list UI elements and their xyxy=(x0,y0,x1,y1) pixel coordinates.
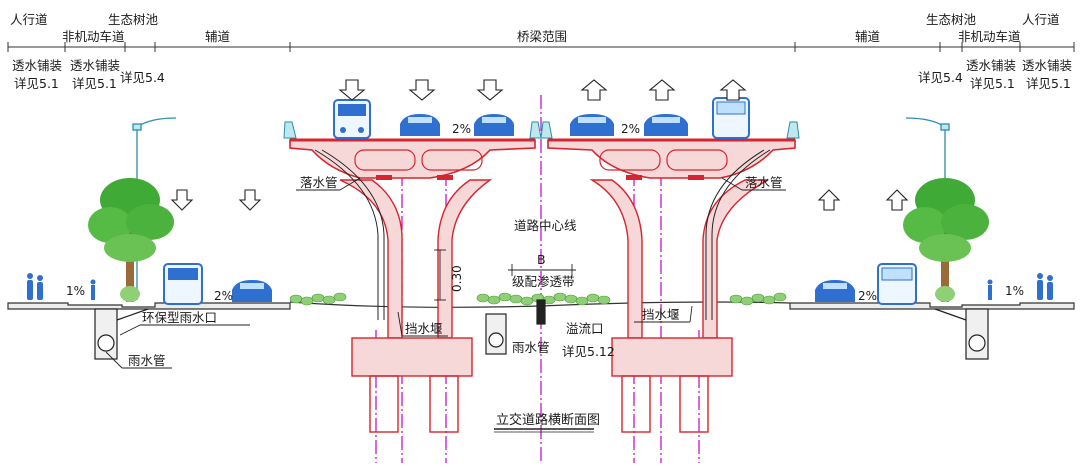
note-permeable-1: 透水铺装 xyxy=(12,58,62,73)
grass-tuft xyxy=(509,294,523,304)
top-dimension-line xyxy=(7,42,1075,52)
grass-tuft xyxy=(553,292,567,302)
note-ref54-left: 详见5.4 xyxy=(120,70,165,85)
pier-right xyxy=(589,179,769,433)
grass-tuft xyxy=(729,294,743,304)
down-arrow-icon xyxy=(170,189,194,211)
up-arrow-icon xyxy=(817,189,841,211)
pier-left xyxy=(339,179,493,433)
grass-tuft xyxy=(289,294,303,304)
note-permeable-4: 透水铺装 xyxy=(1022,58,1072,73)
slope-deck-left: 2% xyxy=(452,122,471,136)
label-treepit-right: 生态树池 xyxy=(926,12,977,27)
label-downpipe-left: 落水管 xyxy=(300,175,338,190)
down-arrow-icon xyxy=(238,189,262,211)
label-overflow: 溢流口 xyxy=(566,321,604,336)
note-ref51-3: 详见5.1 xyxy=(970,76,1015,91)
label-rain-pipe-center: 雨水管 xyxy=(512,340,550,355)
grass-tuft xyxy=(322,295,336,305)
note-permeable-3: 透水铺装 xyxy=(966,58,1016,73)
bridge-deck xyxy=(283,121,800,180)
note-permeable-2: 透水铺装 xyxy=(70,58,120,73)
up-arrow-icon xyxy=(719,79,747,101)
label-eco-inlet: 环保型雨水口 xyxy=(142,310,217,325)
drains xyxy=(94,299,989,360)
label-nonmotor-left: 非机动车道 xyxy=(62,29,125,44)
car-ground-left-icon xyxy=(232,280,272,302)
label-sidewalk-left: 人行道 xyxy=(10,12,48,27)
pedestrians-right-icon xyxy=(987,273,1053,300)
car-deck-3-icon xyxy=(570,114,614,136)
label-graded-swale: 级配渗透带 xyxy=(512,274,575,289)
car-deck-1-icon xyxy=(400,114,440,136)
label-auxroad-right: 辅道 xyxy=(855,29,881,44)
down-arrow-icon xyxy=(476,79,504,101)
grass-tuft xyxy=(498,292,512,302)
grass-tuft xyxy=(311,293,325,303)
car-ground-right-icon xyxy=(815,280,855,302)
grass-tuft xyxy=(520,296,534,306)
note-ref51-1: 详见5.1 xyxy=(14,76,59,91)
grass-tuft xyxy=(586,293,600,303)
label-weir-left: 挡水堰 xyxy=(405,321,443,336)
label-section-b: B xyxy=(537,252,546,267)
leader-lines xyxy=(105,177,786,369)
label-rain-pipe-left: 雨水管 xyxy=(128,353,166,368)
bus-ground-left-icon xyxy=(163,263,203,305)
car-deck-2-icon xyxy=(474,114,514,136)
label-sidewalk-right: 人行道 xyxy=(1022,12,1060,27)
grass-tuft xyxy=(751,293,765,303)
grass-tuft xyxy=(575,296,589,306)
grass-tuft xyxy=(300,296,314,306)
label-downpipe-right: 落水管 xyxy=(745,175,783,190)
label-treepit-left: 生态树池 xyxy=(108,12,159,27)
down-arrow-icon xyxy=(408,79,436,101)
slope-side-left: 1% xyxy=(66,284,85,298)
label-weir-right: 挡水堰 xyxy=(642,307,680,322)
note-ref54-right: 详见5.4 xyxy=(918,70,963,85)
down-arrow-icon xyxy=(338,79,366,101)
downpipes xyxy=(314,149,771,320)
grass-tuft xyxy=(476,293,490,303)
grass-tuft xyxy=(762,295,776,305)
label-auxroad-left: 辅道 xyxy=(205,29,231,44)
car-deck-4-icon xyxy=(644,114,688,136)
label-bridge-range: 桥梁范围 xyxy=(517,29,567,44)
grass-tuft xyxy=(487,295,501,305)
tree-right-icon xyxy=(903,178,989,302)
slope-side-right: 1% xyxy=(1005,284,1024,298)
grass-tuft xyxy=(740,296,754,306)
note-ref51-2: 详见5.1 xyxy=(72,76,117,91)
bus-ground-right-icon xyxy=(877,263,917,305)
grass-swale xyxy=(289,292,787,306)
grass-tuft xyxy=(597,295,611,305)
label-dim-030: 0.30 xyxy=(450,265,464,292)
flow-arrows xyxy=(170,79,909,211)
slope-aux-right: 2% xyxy=(858,289,877,303)
label-ref-512: 详见5.12 xyxy=(562,344,615,359)
label-nonmotor-right: 非机动车道 xyxy=(958,29,1021,44)
label-centerline: 道路中心线 xyxy=(514,218,577,233)
grass-tuft xyxy=(773,292,787,302)
up-arrow-icon xyxy=(885,189,909,211)
note-ref51-4: 详见5.1 xyxy=(1026,76,1071,91)
diagram-title: 立交道路横断面图 xyxy=(496,412,600,428)
slope-deck-right: 2% xyxy=(621,122,640,136)
bus-deck-right-icon xyxy=(712,97,750,139)
tree-left-icon xyxy=(88,178,174,302)
slope-aux-left: 2% xyxy=(214,289,233,303)
bus-deck-left-icon xyxy=(333,99,371,139)
grass-tuft xyxy=(564,294,578,304)
up-arrow-icon xyxy=(580,79,608,101)
up-arrow-icon xyxy=(648,79,676,101)
grass-tuft xyxy=(333,292,347,302)
pedestrians-left-icon xyxy=(27,273,96,300)
